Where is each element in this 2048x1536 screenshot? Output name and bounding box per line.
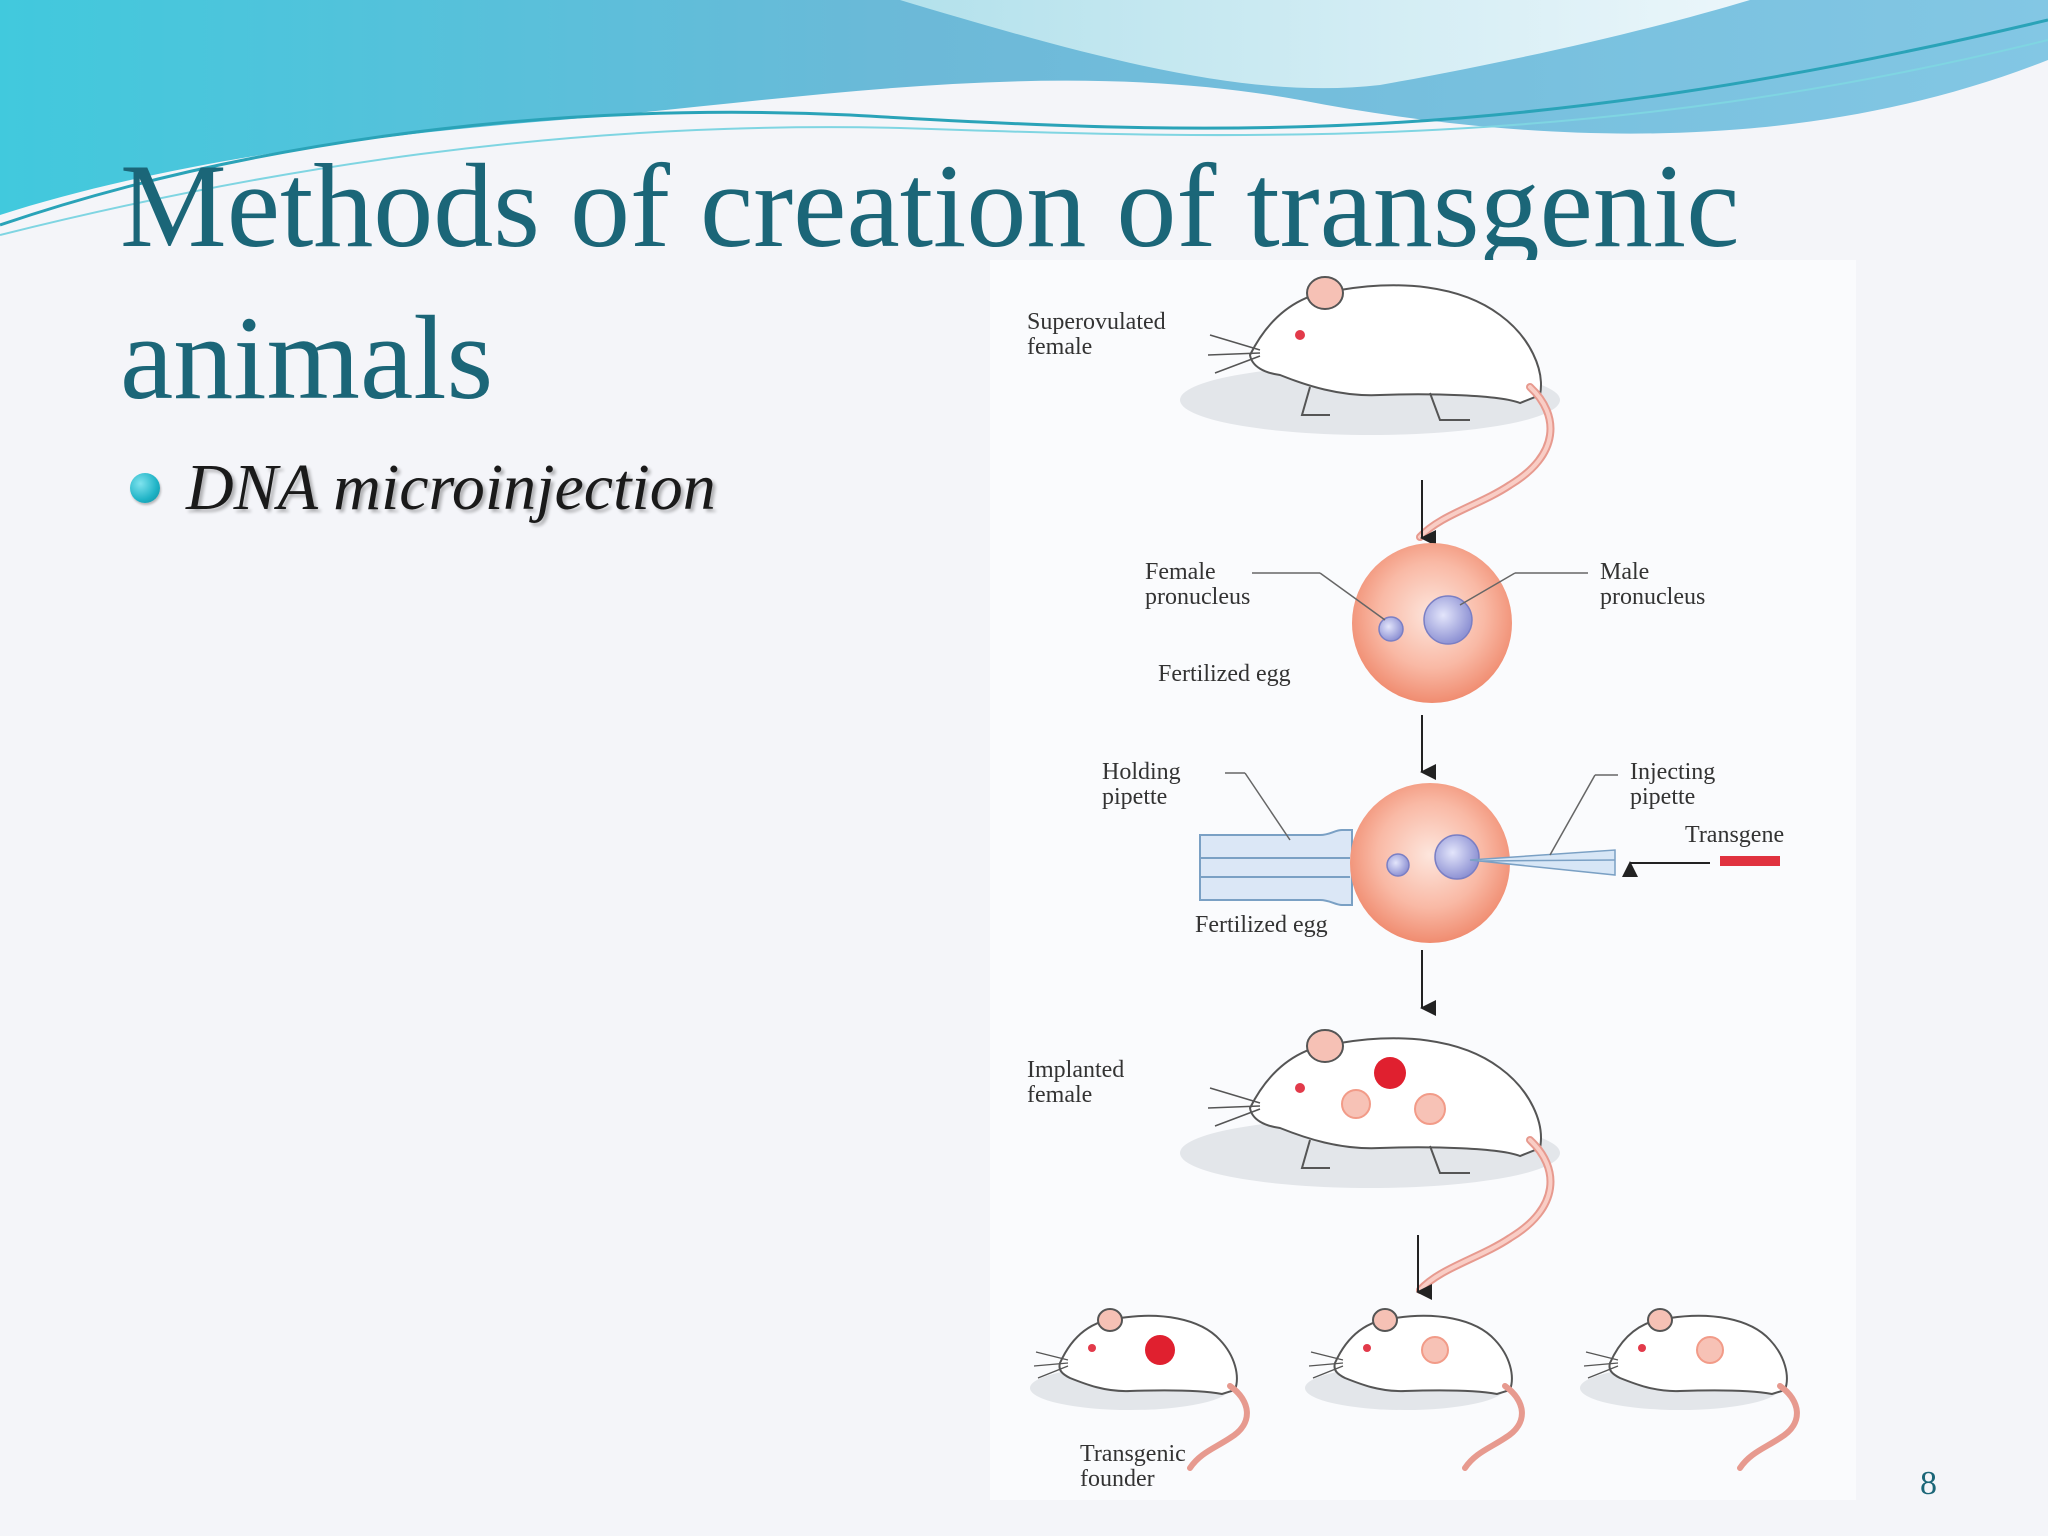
microinjection-diagram: Superovulated female Female pronucleus M… — [990, 260, 1856, 1500]
diagram-artwork — [990, 260, 1856, 1500]
bullet-list: DNA microinjection — [130, 450, 716, 526]
top-wave-decoration — [0, 0, 2048, 236]
page-number: 8 — [1920, 1465, 1937, 1502]
bullet-text: DNA microinjection — [186, 451, 716, 524]
bullet-item: DNA microinjection — [130, 450, 716, 526]
superovulated-mouse-illustration — [1180, 277, 1560, 537]
label-transgene: Transgene — [1685, 822, 1785, 848]
label-holding-pipette: Holding pipette — [1102, 759, 1181, 810]
label-female-pronucleus: Female pronucleus — [1145, 559, 1251, 610]
bullet-icon — [130, 473, 160, 503]
transgenic-founder-mouse — [1030, 1309, 1247, 1468]
label-transgenic-founder: Transgenic founder — [1080, 1441, 1186, 1492]
label-injecting-pipette: Injecting pipette — [1630, 759, 1716, 810]
slide-title: Methods of creation of transgenic animal… — [120, 139, 1740, 424]
label-fertilized-egg: Fertilized egg — [1158, 661, 1291, 687]
offspring-mouse — [1580, 1309, 1797, 1468]
implanted-mouse-illustration — [1180, 1030, 1560, 1290]
offspring-mouse — [1305, 1309, 1522, 1468]
injection-illustration — [1199, 772, 1780, 943]
label-superovulated-female: Superovulated female — [1027, 309, 1166, 360]
label-fertilized-egg-injection: Fertilized egg — [1195, 912, 1328, 938]
label-implanted-female: Implanted female — [1027, 1057, 1125, 1108]
label-male-pronucleus: Male pronucleus — [1600, 559, 1706, 610]
